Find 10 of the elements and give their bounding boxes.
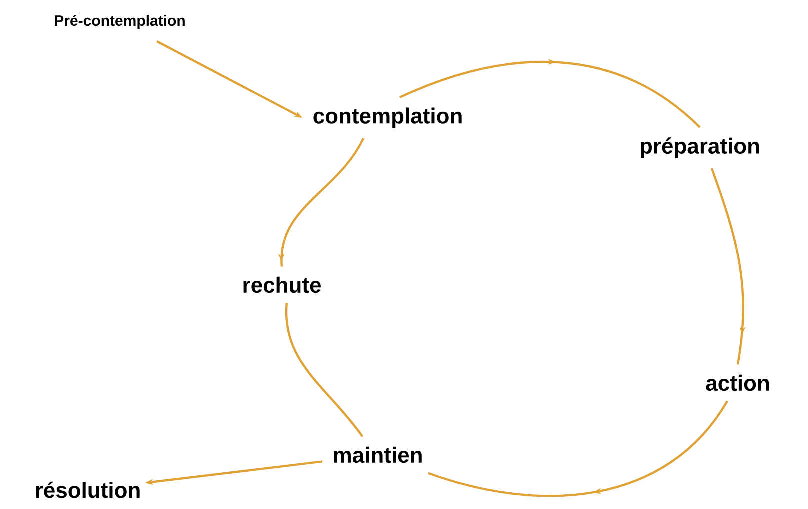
stage-label: Pré-contemplation (55, 14, 185, 30)
arrow (710, 168, 746, 365)
arrow (428, 400, 728, 498)
stage-label: action (706, 374, 770, 392)
stage-label: rechute (244, 276, 321, 294)
stage-label: préparation (640, 138, 760, 158)
arrow (399, 58, 701, 128)
stage-label: résolution (36, 482, 140, 498)
stage-label: contemplation (314, 108, 462, 128)
stage-label: maintien (334, 446, 422, 464)
